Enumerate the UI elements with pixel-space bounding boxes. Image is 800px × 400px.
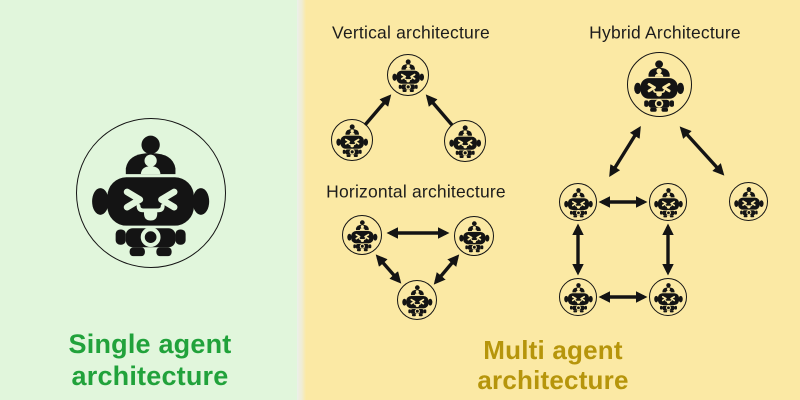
single-agent-panel: Single agent architecture — [0, 0, 297, 400]
robot-agent-icon — [331, 119, 373, 161]
robot-agent-icon — [444, 120, 486, 162]
robot-agent-icon — [559, 183, 597, 221]
robot-agent-icon — [454, 216, 494, 256]
robot-agent-icon — [627, 52, 692, 117]
robot-agent-icon — [729, 182, 768, 221]
robot-agent-icon — [397, 280, 437, 320]
robot-agent-icon — [387, 54, 429, 96]
horizontal-architecture-title: Horizontal architecture — [326, 181, 506, 202]
robot-agent-icon — [76, 118, 226, 268]
vertical-architecture-title: Vertical architecture — [332, 22, 490, 43]
robot-agent-icon — [559, 278, 597, 316]
panel-divider — [297, 0, 306, 400]
multi-agent-label: Multi agent architecture — [477, 335, 629, 396]
robot-agent-icon — [649, 278, 687, 316]
robot-agent-icon — [649, 183, 687, 221]
robot-agent-icon — [342, 215, 382, 255]
hybrid-architecture-title: Hybrid Architecture — [589, 22, 741, 43]
single-agent-label: Single agent architecture — [68, 329, 232, 391]
